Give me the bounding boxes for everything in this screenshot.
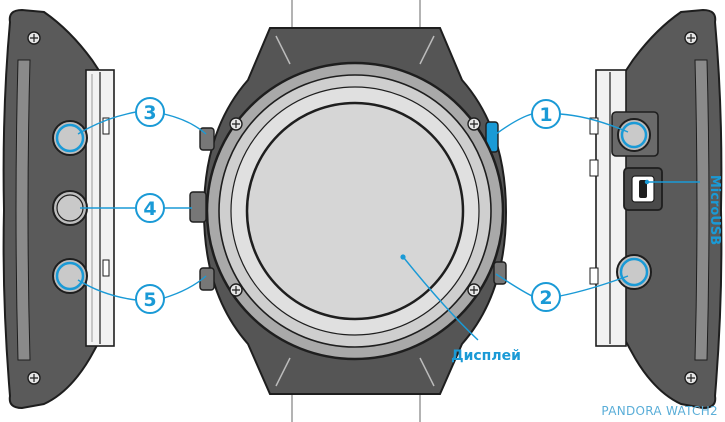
callout-5-label: 5 bbox=[143, 289, 156, 311]
right-screw-bottom bbox=[684, 371, 698, 385]
callout-1: 1 bbox=[531, 99, 561, 129]
front-button-3[interactable] bbox=[199, 127, 215, 151]
right-button-1[interactable] bbox=[611, 111, 659, 157]
callout-3-label: 3 bbox=[143, 102, 156, 124]
brand-label: PANDORA WATCH2 bbox=[601, 404, 718, 418]
bezel-screw-br bbox=[467, 283, 481, 297]
left-screw-bottom bbox=[27, 371, 41, 385]
display-screen bbox=[245, 101, 465, 321]
right-button-2[interactable] bbox=[616, 254, 652, 290]
left-side-view bbox=[2, 8, 115, 410]
callout-2-label: 2 bbox=[539, 287, 552, 309]
bezel-screw-bl bbox=[229, 283, 243, 297]
callout-4-label: 4 bbox=[143, 198, 156, 220]
left-button-3[interactable] bbox=[52, 120, 88, 156]
microusb-label: MicroUSB bbox=[707, 175, 722, 245]
bezel-screw-tr bbox=[467, 117, 481, 131]
left-button-5[interactable] bbox=[52, 258, 88, 294]
callout-5: 5 bbox=[135, 284, 165, 314]
right-screw-top bbox=[684, 31, 698, 45]
callout-3: 3 bbox=[135, 97, 165, 127]
leader-lines bbox=[77, 111, 700, 341]
right-case-inner bbox=[694, 59, 710, 361]
bezel-screw-tl bbox=[229, 117, 243, 131]
display-label: Дисплей bbox=[451, 348, 521, 364]
front-button-5[interactable] bbox=[199, 267, 215, 291]
left-screw-top bbox=[27, 31, 41, 45]
front-button-4[interactable] bbox=[189, 191, 207, 223]
front-button-2[interactable] bbox=[493, 261, 507, 285]
right-side-view bbox=[589, 8, 723, 410]
callout-4: 4 bbox=[135, 193, 165, 223]
callout-2: 2 bbox=[531, 282, 561, 312]
callout-1-label: 1 bbox=[539, 104, 552, 126]
microusb-port[interactable] bbox=[623, 167, 663, 211]
left-case-inner bbox=[15, 59, 31, 361]
